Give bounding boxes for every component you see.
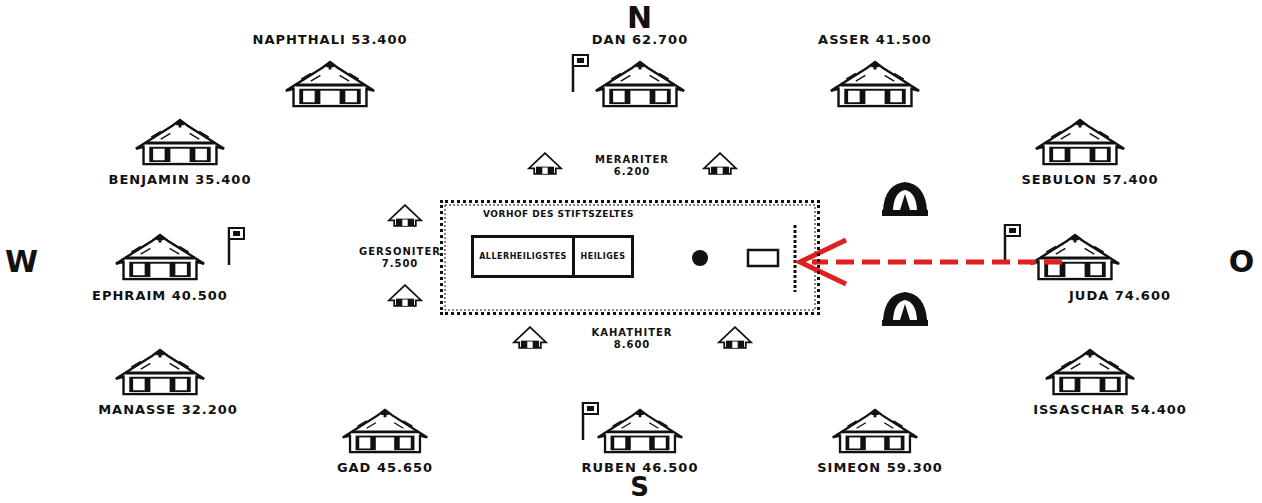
compass-letter: N bbox=[627, 1, 653, 36]
sanctuary-room: ALLERHEILIGSTES bbox=[471, 235, 575, 278]
court-box: VORHOF DES STIFTSZELTES ALLERHEILIGSTES HE… bbox=[440, 200, 820, 315]
camp-label: GERSONITER 7.500 bbox=[358, 246, 442, 269]
camp-label: BENJAMIN 35.400 bbox=[109, 173, 252, 188]
camp-label: MANASSE 32.200 bbox=[98, 403, 238, 418]
room-label: VORHOF DES STIFTSZELTES bbox=[483, 209, 817, 219]
room-label: ALLERHEILIGSTES bbox=[479, 252, 567, 261]
camp-label: EPHRAIM 40.500 bbox=[92, 289, 228, 304]
camp-label: SIMEON 59.300 bbox=[817, 461, 943, 476]
room-label: HEILIGES bbox=[580, 252, 626, 261]
sanctuary-room: HEILIGES bbox=[572, 235, 634, 278]
compass-letter: O bbox=[1229, 245, 1256, 280]
camp-label: ISSASCHAR 54.400 bbox=[1033, 403, 1187, 418]
camp-label: MERARITER 6.200 bbox=[590, 154, 674, 177]
camp-label: ASSER 41.500 bbox=[818, 33, 932, 48]
camp-label: KAHATHITER 8.600 bbox=[590, 327, 674, 350]
compass-letter: W bbox=[5, 245, 39, 280]
camp-label: SEBULON 57.400 bbox=[1021, 173, 1158, 188]
compass-letter: S bbox=[630, 473, 650, 503]
camp-label: NAPHTHALI 53.400 bbox=[253, 33, 408, 48]
camp-label: DAN 62.700 bbox=[592, 33, 688, 48]
camp-label: JUDA 74.600 bbox=[1069, 289, 1171, 304]
camp-label: GAD 45.650 bbox=[337, 461, 433, 476]
